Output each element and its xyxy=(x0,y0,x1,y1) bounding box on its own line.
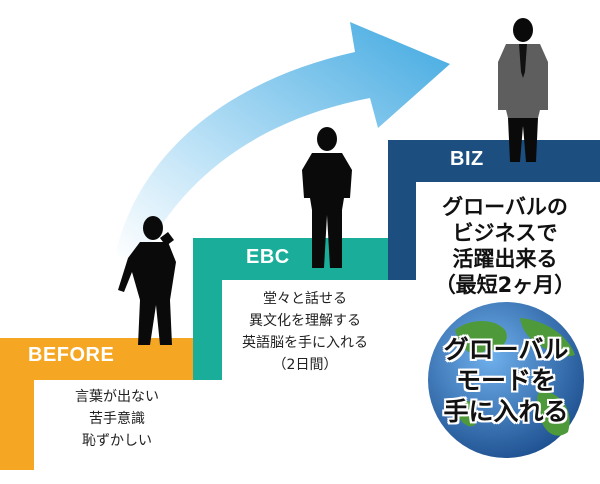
before-line: 言葉が出ない xyxy=(75,389,159,405)
biz-line: グローバルの xyxy=(442,195,568,219)
ebc-line: 異文化を理解する xyxy=(249,313,361,329)
globe-line: グローバル xyxy=(443,335,569,364)
stage-label-before: BEFORE xyxy=(28,344,115,366)
biz-line: 活躍出来る xyxy=(452,247,558,271)
stage-ebc-description: 堂々と話せる 異文化を理解する 英語脳を手に入れる （2日間） xyxy=(220,288,390,376)
biz-line: （最短2ヶ月） xyxy=(434,273,576,297)
confident-person-silhouette-icon xyxy=(302,127,352,268)
ebc-line: 英語脳を手に入れる xyxy=(242,335,368,351)
step-biz xyxy=(388,140,600,280)
globe-line: モードを xyxy=(455,366,556,395)
step-ebc xyxy=(193,238,408,380)
globe-caption: グローバル モードを 手に入れる xyxy=(420,334,592,427)
before-line: 苦手意識 xyxy=(89,411,145,427)
businessman-suit-icon xyxy=(498,18,548,162)
stage-label-biz: BIZ xyxy=(450,148,484,170)
ebc-line: 堂々と話せる xyxy=(263,291,347,307)
stage-before-description: 言葉が出ない 苦手意識 恥ずかしい xyxy=(42,386,192,452)
step-before xyxy=(0,338,210,470)
before-line: 恥ずかしい xyxy=(82,433,152,449)
biz-line: ビジネスで xyxy=(452,221,558,245)
earth-globe-icon xyxy=(428,302,584,458)
curved-progress-arrow-icon xyxy=(115,22,450,262)
stage-biz-description: グローバルの ビジネスで 活躍出来る （最短2ヶ月） xyxy=(410,194,600,298)
thinking-person-silhouette-icon xyxy=(118,216,176,345)
globe-line: 手に入れる xyxy=(443,397,569,426)
stage-label-ebc: EBC xyxy=(246,246,290,268)
ebc-line: （2日間） xyxy=(272,357,338,373)
